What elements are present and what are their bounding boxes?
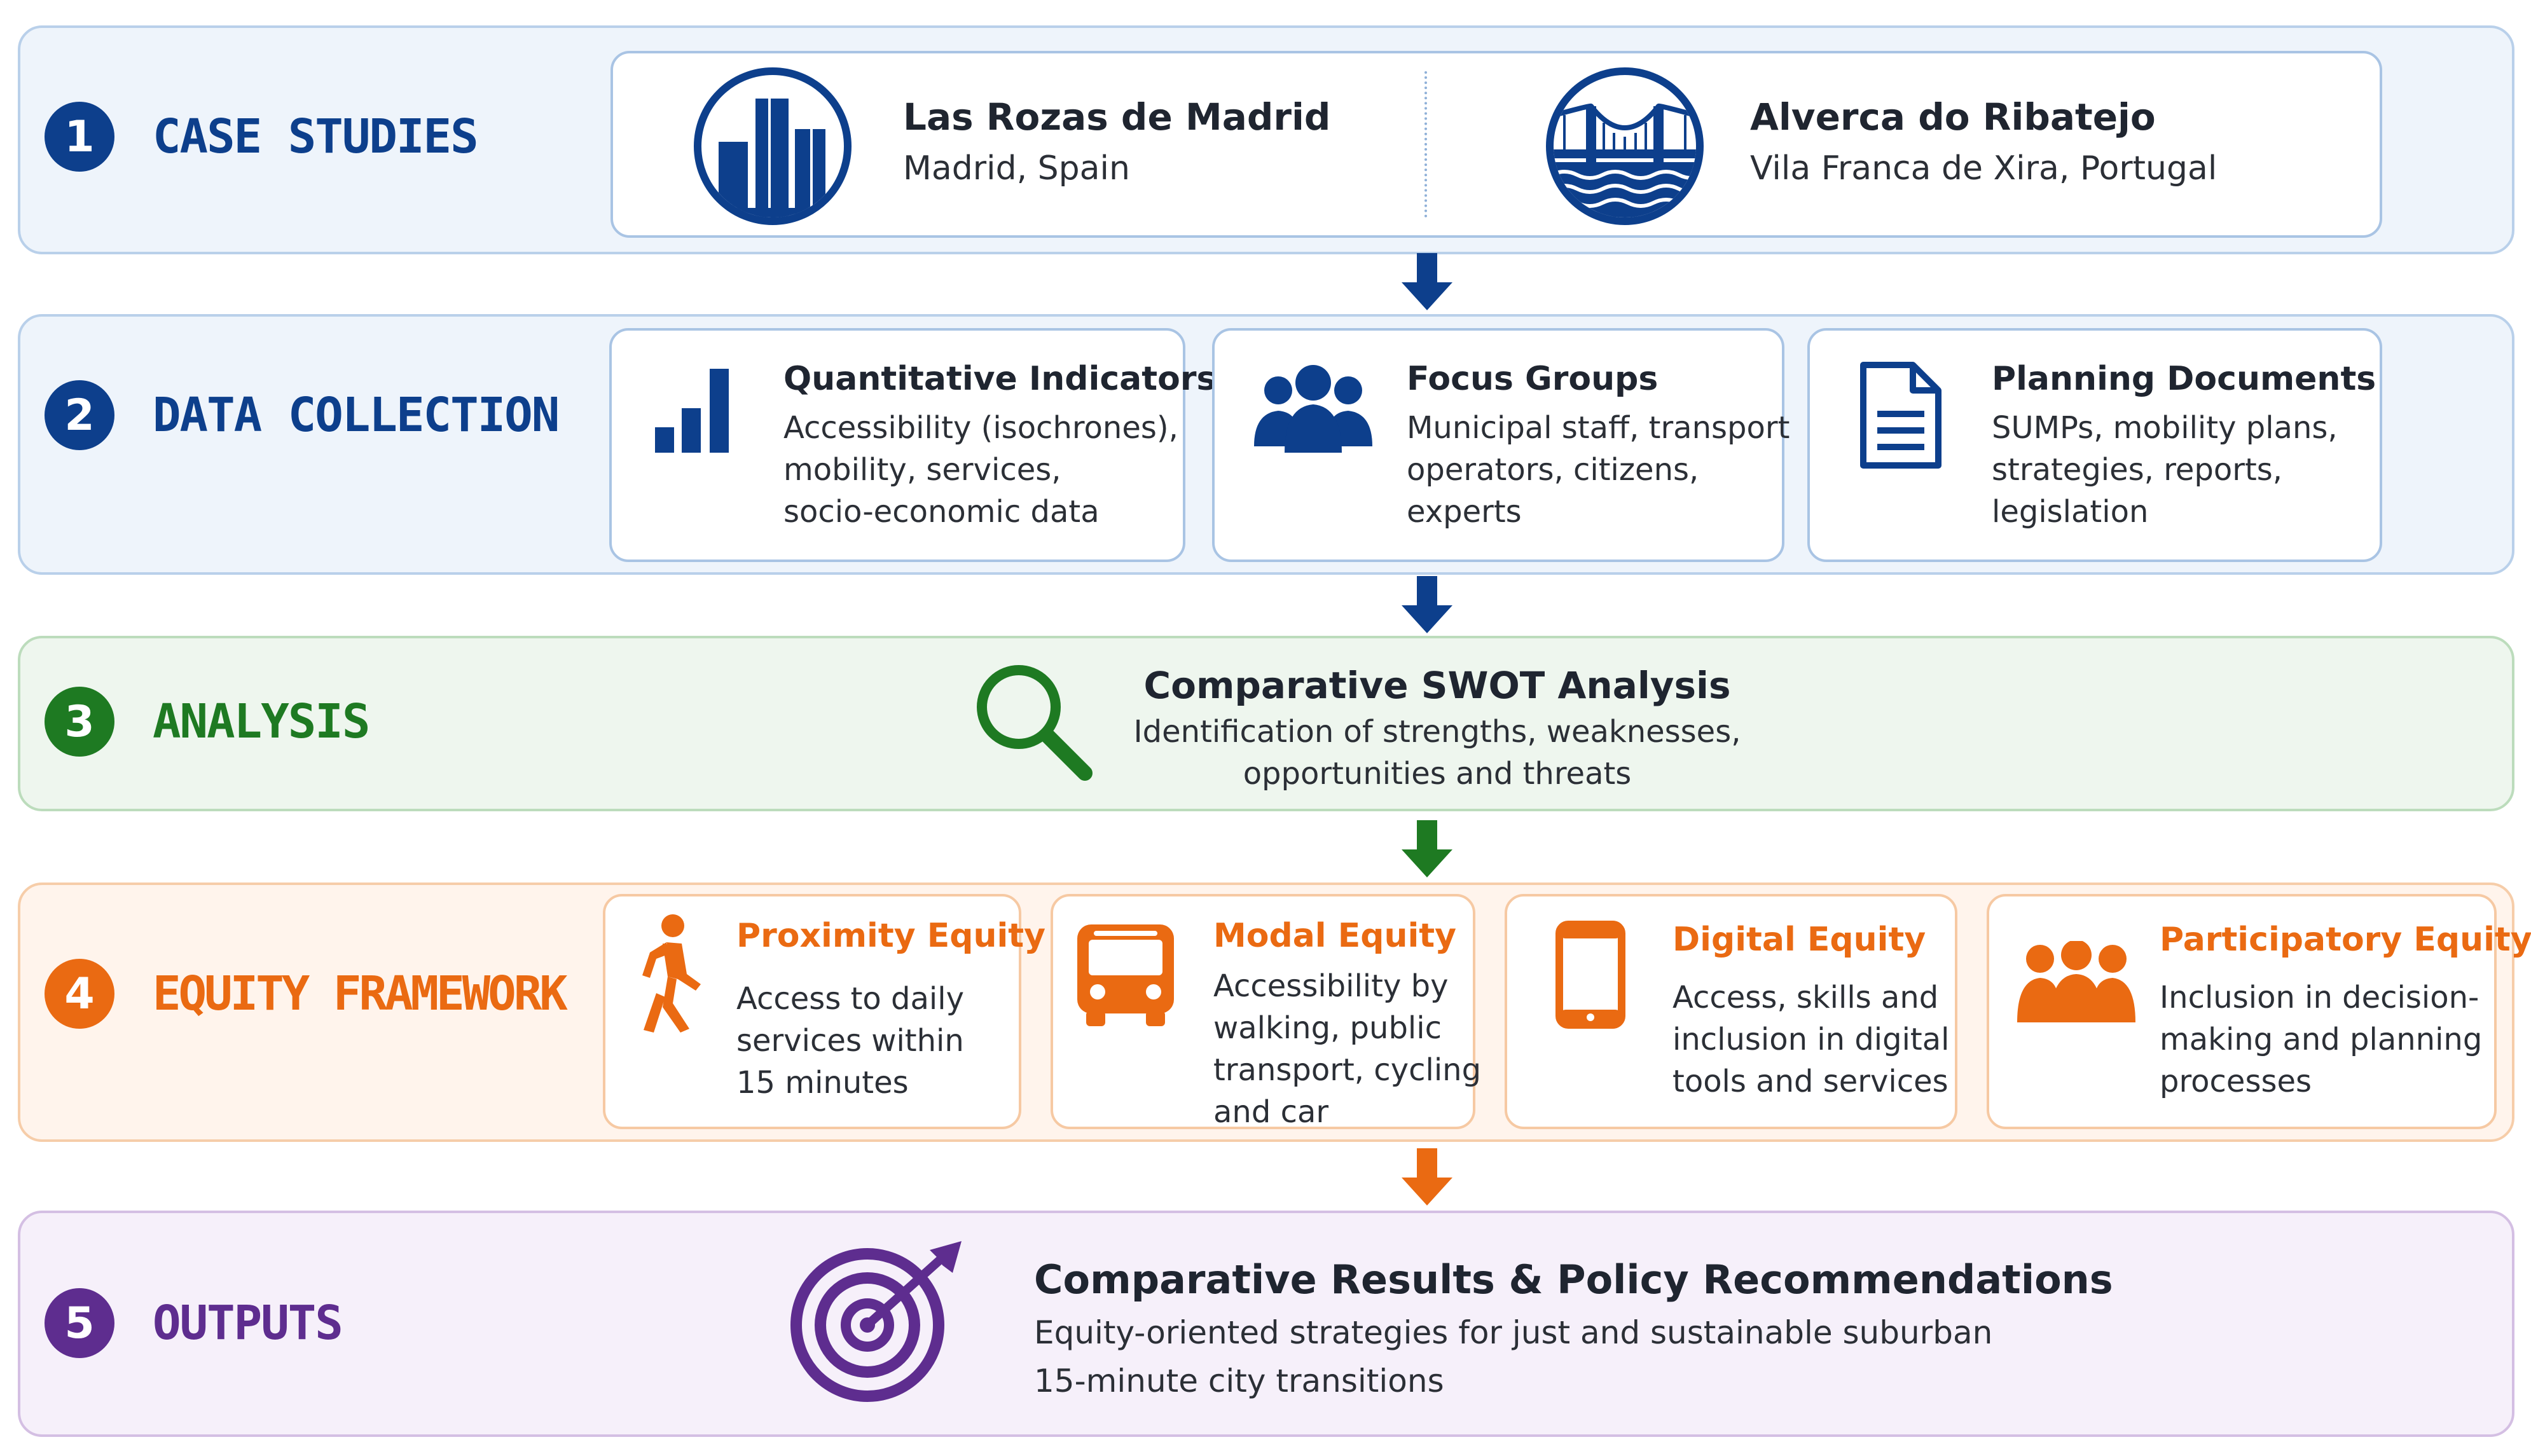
step-title: CASE STUDIES [153,109,479,164]
analysis-content: Comparative SWOT Analysis Identification… [1056,660,1819,795]
card-description: Accessibility (isochrones), mobility, se… [783,407,1178,533]
equity-card-title: Participatory Equity [2160,921,2531,959]
equity-card-title: Proximity Equity [736,917,1046,955]
card-line: services within [736,1023,964,1059]
card-line: Accessibility by [1213,968,1449,1004]
outputs-line: 15-minute city transitions [1034,1363,1444,1399]
outputs-title: Comparative Results & Policy Recommendat… [1034,1256,2113,1303]
analysis-title: Comparative SWOT Analysis [1143,664,1731,707]
step-number-badge: 5 [45,1288,114,1358]
participants-icon [2017,941,2135,1022]
card-line: inclusion in digital [1672,1022,1950,1057]
smartphone-icon [1555,921,1625,1029]
step-number-badge: 2 [45,380,114,450]
analysis-line: Identification of strengths, weaknesses, [1133,714,1741,750]
card-line: strategies, reports, [1992,452,2283,488]
card-line: Municipal staff, transport [1407,410,1790,446]
card-line: transport, cycling [1213,1052,1482,1088]
step-title: OUTPUTS [153,1296,343,1350]
step-case-studies: 1 CASE STUDIES [45,102,479,172]
bridge-icon [1546,67,1704,225]
card-description: Municipal staff, transport operators, ci… [1407,407,1790,533]
step-number-badge: 1 [45,102,114,172]
card-line: 15 minutes [736,1065,909,1101]
step-equity-framework: 4 EQUITY FRAMEWORK [45,959,568,1029]
card-title: Focus Groups [1407,360,1659,398]
step-outputs: 5 OUTPUTS [45,1288,343,1358]
card-line: SUMPs, mobility plans, [1992,410,2338,446]
bar-chart-icon [655,369,729,453]
data-card [609,328,1185,562]
flow-arrow-down [1402,253,1452,310]
step-title: EQUITY FRAMEWORK [153,966,568,1021]
card-line: Accessibility (isochrones), [783,410,1178,446]
case-name: Alverca do Ribatejo [1750,95,2156,139]
bus-icon [1077,924,1174,1026]
card-line: legislation [1992,494,2149,530]
step-number-badge: 3 [45,687,114,757]
analysis-band [18,636,2514,811]
document-icon [1860,362,1941,469]
card-line: mobility, services, [783,452,1061,488]
case-location: Madrid, Spain [903,149,1130,188]
card-line: making and planning [2160,1022,2483,1057]
equity-card-description: Access to daily services within 15 minut… [736,978,964,1104]
outputs-band [18,1211,2514,1437]
analysis-line: opportunities and threats [1243,756,1632,792]
equity-card-description: Accessibility by walking, public transpo… [1213,965,1481,1133]
flow-arrow-down [1402,820,1452,877]
card-line: Inclusion in decision- [2160,980,2479,1015]
equity-card-description: Inclusion in decision- making and planni… [2160,977,2482,1102]
case-name: Las Rozas de Madrid [903,95,1331,139]
card-title: Planning Documents [1992,360,2376,398]
flow-arrow-down [1402,1148,1452,1205]
card-title: Quantitative Indicators [783,360,1217,398]
card-line: socio-economic data [783,494,1100,530]
card-line: tools and services [1672,1064,1948,1099]
card-line: Access to daily [736,981,964,1017]
magnifier-icon [977,665,1093,781]
flow-arrow-down [1402,576,1452,633]
step-title: ANALYSIS [153,694,370,749]
target-arrow-icon [790,1241,962,1402]
case-location: Vila Franca de Xira, Portugal [1750,149,2217,188]
outputs-line: Equity-oriented strategies for just and … [1034,1314,1993,1351]
people-group-icon [1254,365,1372,453]
outputs-content: Comparative Results & Policy Recommendat… [1034,1251,2113,1405]
card-description: SUMPs, mobility plans, strategies, repor… [1992,407,2338,533]
step-number-badge: 4 [45,959,114,1029]
equity-card-description: Access, skills and inclusion in digital … [1672,977,1950,1102]
equity-card-title: Modal Equity [1213,917,1457,955]
step-data-collection: 2 DATA COLLECTION [45,380,560,450]
card-line: processes [2160,1064,2312,1099]
card-line: and car [1213,1094,1329,1130]
equity-card-title: Digital Equity [1672,921,1926,959]
case-studies-box [610,51,2382,238]
case-divider [1424,71,1427,217]
city-buildings-icon [694,67,852,225]
step-title: DATA COLLECTION [153,388,560,443]
walking-person-icon [642,914,701,1033]
card-line: walking, public [1213,1010,1442,1046]
card-line: experts [1407,494,1522,530]
card-line: Access, skills and [1672,980,1939,1015]
step-analysis: 3 ANALYSIS [45,687,370,757]
card-line: operators, citizens, [1407,452,1699,488]
